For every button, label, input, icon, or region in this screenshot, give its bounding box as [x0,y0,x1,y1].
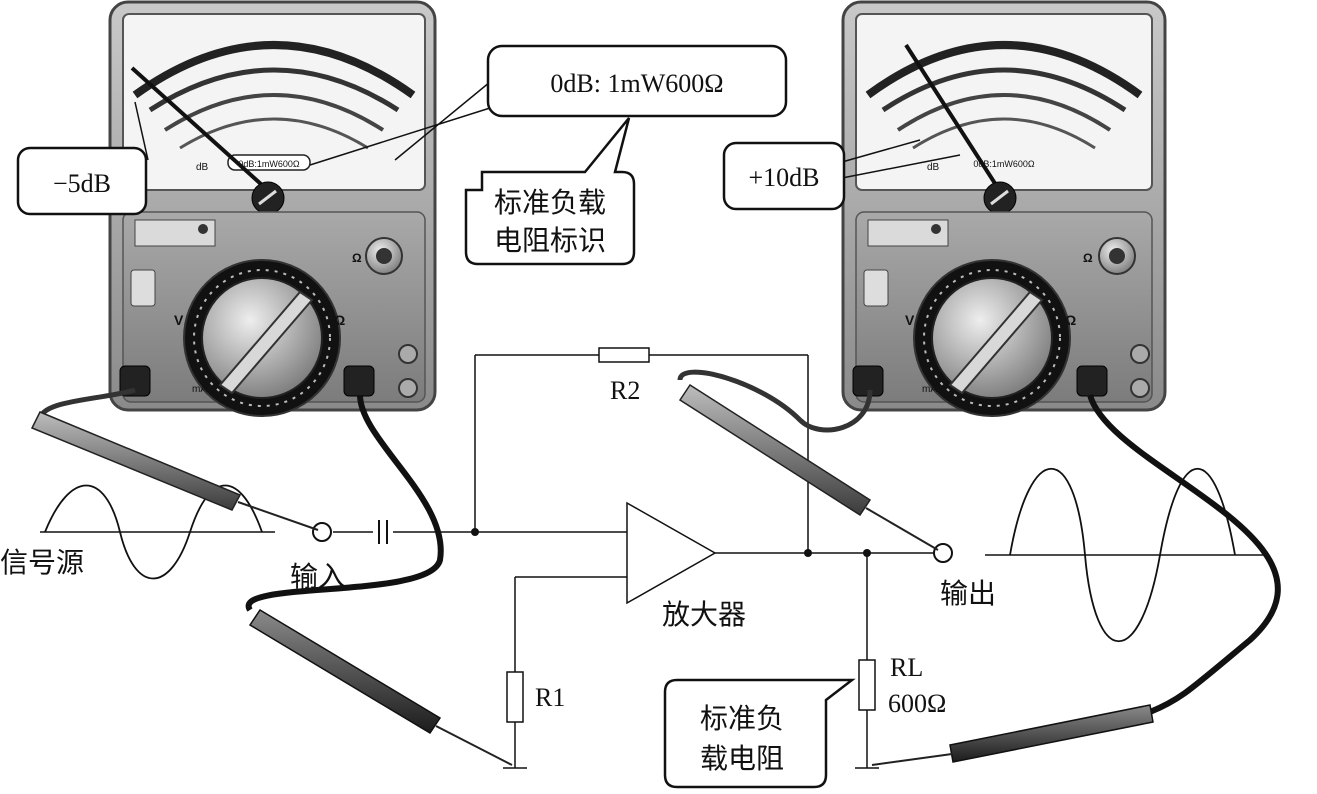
reference-text: 0dB: 1mW600Ω [550,69,723,98]
right-aux-jack-2[interactable] [1130,378,1150,398]
right-dial-marking: 0dB:1mW600Ω [973,159,1035,169]
left-zero-adjust-screw[interactable] [258,189,277,206]
output-label: 输出 [940,578,996,610]
rl-value-label: 600Ω [888,689,946,718]
left-meter-needle [130,66,264,187]
load-line-1: 标准负 [700,703,784,735]
right-plus-jack[interactable] [1076,365,1108,397]
probe-right-output[interactable] [678,383,939,551]
marking-line-1: 标准负载 [494,187,606,219]
left-com-jack[interactable] [119,365,151,397]
load-line-2: 载电阻 [700,743,784,775]
left-selector-pointer [218,290,314,395]
callout-marking: 标准负载 电阻标识 [464,117,636,266]
output-terminal[interactable] [933,543,953,563]
amplifier-label: 放大器 [662,599,746,631]
left-meter-dial: 0dB:1mW600Ω dB [122,13,426,215]
left-dial-marking: 0dB:1mW600Ω [238,159,300,169]
right-meter-needle [904,43,998,187]
circuit [40,347,1265,769]
right-ohm-knob-label: Ω [1083,251,1093,265]
r2-label: R2 [610,376,640,405]
signal-source-label: 信号源 [0,547,84,579]
probe-right-ground[interactable] [871,704,1154,766]
node-input-junction [471,528,479,536]
input-terminal[interactable] [312,522,332,542]
left-range-v-label: V [174,312,184,328]
right-zero-adjust-screw[interactable] [990,189,1009,206]
right-multimeter: 0dB:1mW600Ω dB Ω V Ω mA [841,0,1167,417]
right-db-scale-label: dB [927,162,940,173]
right-aux-jack-1[interactable] [1130,344,1150,364]
source-sine-wave [44,484,263,580]
left-transistor-socket[interactable] [130,269,156,307]
input-label: 输入 [290,561,346,593]
right-range-v-label: V [905,312,915,328]
right-transistor-socket[interactable] [863,269,889,307]
right-red-lead-cable [1087,394,1281,715]
left-aux-jack-2[interactable] [398,378,418,398]
right-range-ohm-label: Ω [1065,312,1076,328]
r1-label: R1 [535,683,565,712]
left-reading-text: −5dB [53,169,111,198]
left-ohm-knob-label: Ω [352,251,362,265]
left-db-scale-label: dB [196,162,209,173]
callout-load: 标准负 载电阻 [663,678,856,789]
right-range-ma-label: mA [922,384,937,395]
node-feedback-junction [804,549,812,557]
resistor-r2 [598,347,650,363]
right-meter-dial: 0dB:1mW600Ω dB [855,13,1153,215]
left-range-ohm-label: Ω [334,312,345,328]
rl-label: RL [890,653,923,682]
probe-left-input[interactable] [30,411,319,531]
resistor-rl [858,659,876,711]
marking-line-2: 电阻标识 [494,225,606,257]
callout-left-reading: −5dB [16,101,149,216]
callout-right-reading: +10dB [722,139,961,211]
left-aux-jack-1[interactable] [398,344,418,364]
right-reading-text: +10dB [748,163,819,192]
left-plus-jack[interactable] [343,365,375,397]
node-load-junction [863,549,871,557]
callout-reference: 0dB: 1mW600Ω [309,44,788,166]
left-multimeter: 0dB:1mW600Ω dB Ω V Ω mA [108,0,437,417]
probe-left-ground[interactable] [248,608,513,766]
left-range-ma-label: mA [192,384,207,395]
output-sine-wave [1009,468,1236,642]
resistor-r1 [506,671,524,723]
amplifier-triangle [626,501,717,605]
right-selector-pointer [948,290,1044,395]
right-black-lead-cable [677,369,873,433]
left-red-lead-cable [245,394,444,612]
